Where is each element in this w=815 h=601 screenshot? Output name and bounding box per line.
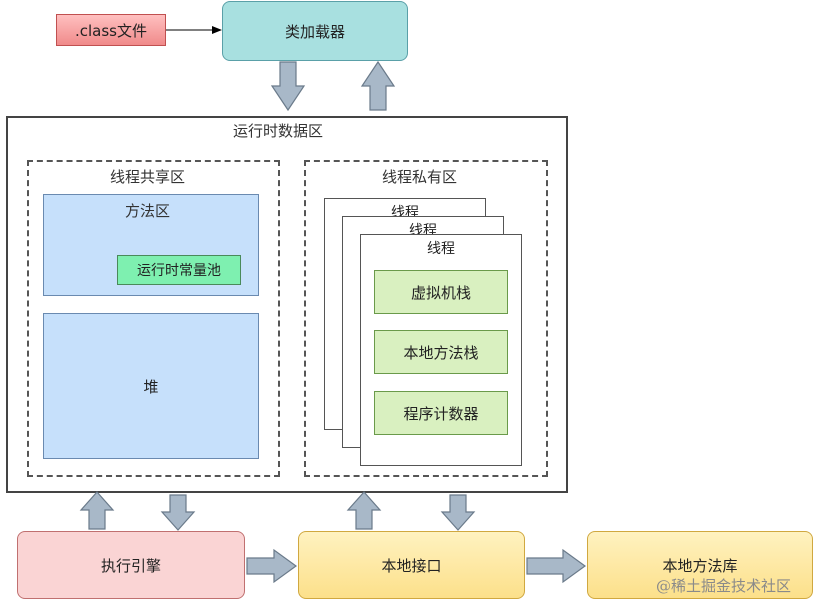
arrow-runtime-to-loader xyxy=(360,60,396,111)
arrow-runtime-to-engine xyxy=(160,494,196,531)
runtime-data-area-title: 运行时数据区 xyxy=(233,122,324,140)
heap-label: 堆 xyxy=(143,377,159,396)
method-area-title: 方法区 xyxy=(125,202,171,220)
thread-shared-area xyxy=(27,160,280,477)
thread-private-area-title: 线程私有区 xyxy=(382,168,458,186)
arrow-engine-to-runtime xyxy=(79,491,115,530)
native-method-stack: 本地方法栈 xyxy=(374,330,508,374)
execution-engine-node: 执行引擎 xyxy=(17,531,245,599)
native-interface-label: 本地接口 xyxy=(381,556,442,575)
class-file-node: .class文件 xyxy=(56,14,166,46)
native-method-stack-label: 本地方法栈 xyxy=(403,343,479,362)
watermark: @稀土掘金技术社区 xyxy=(656,577,792,595)
execution-engine-label: 执行引擎 xyxy=(100,556,161,575)
class-loader-node: 类加载器 xyxy=(222,1,408,61)
program-counter-label: 程序计数器 xyxy=(403,404,479,423)
program-counter: 程序计数器 xyxy=(374,391,508,435)
arrow-interface-to-library xyxy=(526,548,587,584)
heap: 堆 xyxy=(43,313,259,459)
native-library-node: 本地方法库 xyxy=(587,531,813,599)
class-file-label: .class文件 xyxy=(74,21,147,40)
thread-shared-area-title: 线程共享区 xyxy=(110,168,186,186)
class-loader-label: 类加载器 xyxy=(284,22,345,41)
vm-stack-label: 虚拟机栈 xyxy=(410,283,471,302)
arrow-interface-to-runtime xyxy=(346,491,382,530)
native-interface-node: 本地接口 xyxy=(298,531,525,599)
thread-card-front-label: 线程 xyxy=(427,241,455,257)
arrow-loader-to-runtime xyxy=(270,61,306,112)
vm-stack: 虚拟机栈 xyxy=(374,270,508,314)
arrow-runtime-to-interface xyxy=(440,494,476,531)
runtime-constant-pool-label: 运行时常量池 xyxy=(137,263,221,279)
runtime-constant-pool: 运行时常量池 xyxy=(117,255,241,285)
arrow-engine-to-interface xyxy=(246,548,298,584)
arrow-classfile-to-loader xyxy=(166,26,222,34)
thread-private-area xyxy=(304,160,548,477)
native-library-label: 本地方法库 xyxy=(662,556,738,575)
